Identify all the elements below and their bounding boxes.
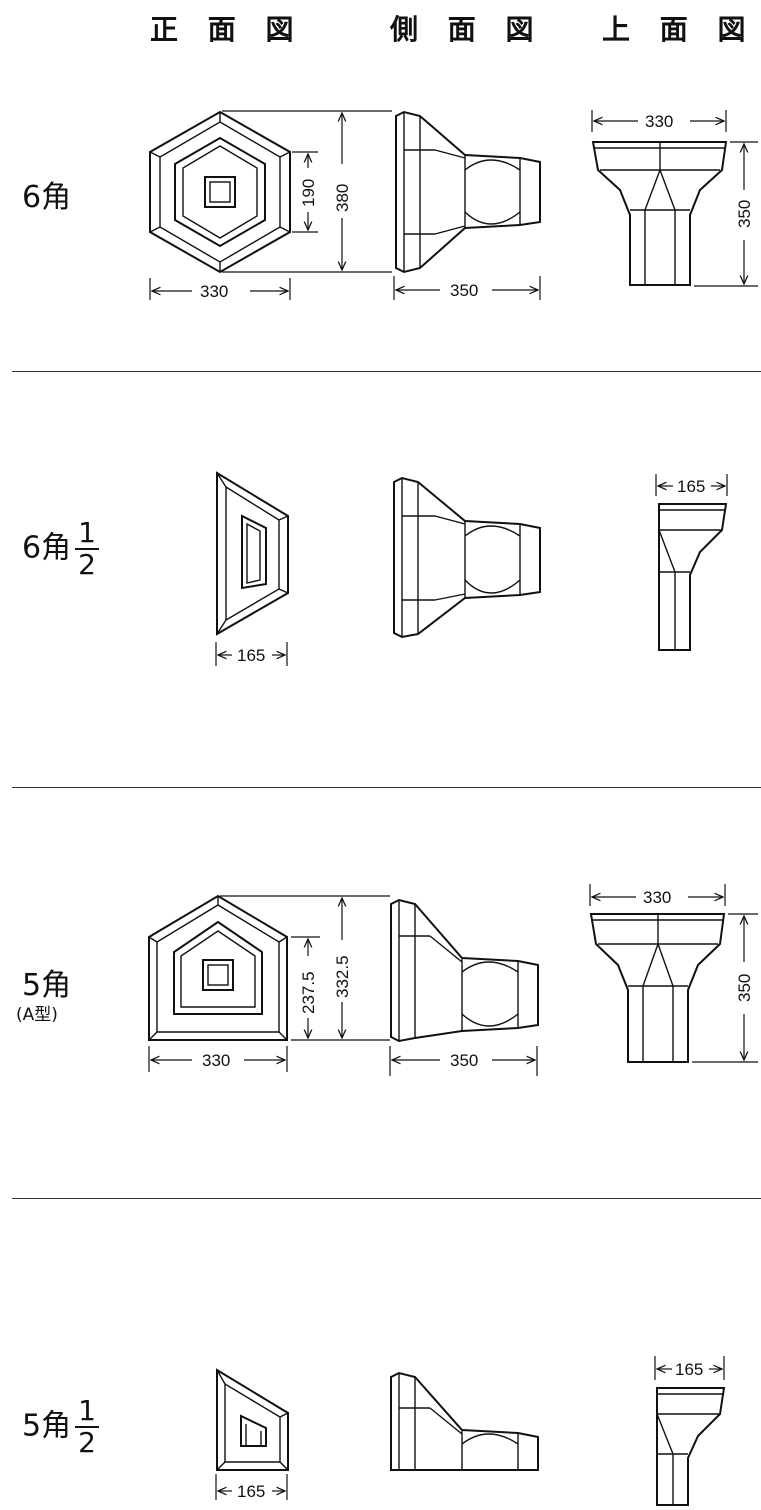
row-label-hex: 6角	[22, 180, 72, 215]
hex-half-front-view	[216, 471, 289, 636]
penta-half-front-dimensions	[215, 1474, 288, 1500]
row-sublabel-penta: (A型)	[16, 1005, 58, 1025]
row-divider	[12, 371, 761, 372]
dim-label: 350	[735, 200, 754, 228]
hex-side-view	[395, 110, 541, 274]
penta-side-view	[390, 898, 539, 1043]
hex-half-top-view	[658, 503, 728, 651]
header-top-view: 上 面 図	[602, 13, 756, 46]
dim-label: 332.5	[333, 955, 352, 998]
dim-label: 190	[299, 179, 318, 207]
dim-label: 380	[333, 184, 352, 212]
hex-side-dimensions	[393, 276, 541, 300]
penta-front-view	[148, 894, 288, 1041]
penta-half-side-view	[390, 1371, 539, 1471]
dim-label: 350	[735, 974, 754, 1002]
penta-half-top-view	[656, 1387, 726, 1506]
dim-label: 350	[450, 281, 478, 300]
dim-label: 237.5	[299, 971, 318, 1014]
dim-label: 165	[237, 646, 265, 665]
row-divider	[12, 787, 761, 788]
row-divider	[12, 1198, 761, 1199]
penta-half-front-view	[216, 1368, 289, 1471]
dim-label: 165	[675, 1360, 703, 1379]
hex-half-top-dimensions	[655, 474, 728, 496]
dim-label: 165	[237, 1482, 265, 1501]
hex-half-side-view	[393, 476, 541, 639]
dim-label: 165	[677, 477, 705, 496]
dim-label: 330	[643, 888, 671, 907]
penta-side-dimensions	[389, 1046, 538, 1076]
hex-half-front-dimensions	[215, 642, 288, 666]
dim-label: 350	[450, 1051, 478, 1070]
dim-label: 330	[645, 112, 673, 131]
hex-front-dimensions	[149, 110, 392, 300]
hex-top-view	[591, 141, 728, 286]
hex-top-dimensions	[591, 110, 758, 287]
dim-label: 330	[202, 1051, 230, 1070]
penta-front-dimensions	[148, 895, 390, 1072]
penta-top-dimensions	[589, 884, 758, 1063]
header-side-view: 側 面 図	[390, 13, 544, 46]
penta-top-view	[589, 913, 726, 1063]
hex-front-view	[149, 110, 291, 274]
header-front-view: 正 面 図	[150, 13, 304, 46]
row-label-penta: 5角	[22, 968, 72, 1003]
penta-half-top-dimensions	[654, 1356, 725, 1380]
dim-label: 330	[200, 282, 228, 301]
